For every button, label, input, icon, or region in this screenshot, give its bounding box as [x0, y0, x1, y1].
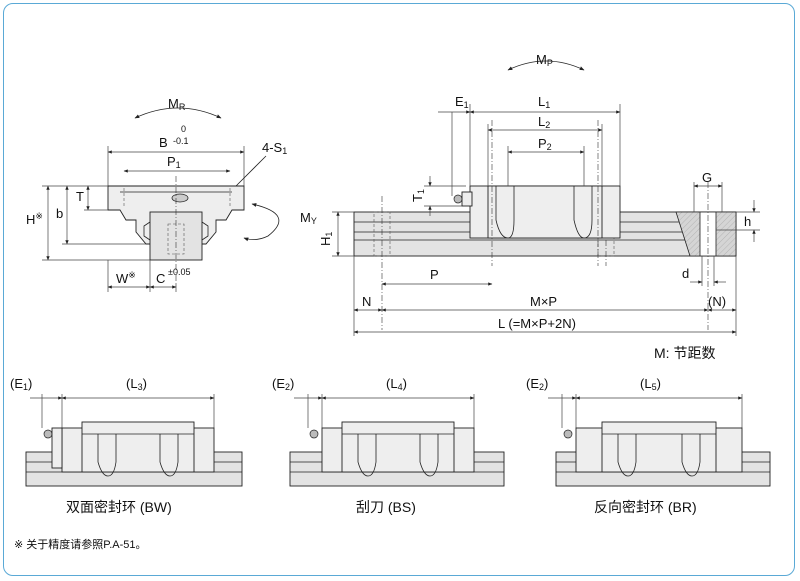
variant-bw-e-label: (E1): [10, 376, 32, 392]
variant-br: (E2) (L5) 反向密封环 (BR): [526, 376, 771, 515]
g-label: G: [702, 170, 712, 185]
b-tol-lower: -0.1: [173, 136, 189, 146]
variant-bw-caption: 双面密封环 (BW): [66, 499, 172, 515]
n-paren-label: (N): [708, 294, 726, 309]
e1-label: E1: [455, 94, 469, 110]
variant-bs-l-label: (L4): [386, 376, 407, 392]
my-rotation-arrow: [243, 203, 280, 242]
h-small-label: h: [744, 214, 751, 229]
m-note: M: 节距数: [654, 345, 715, 361]
p2-label: P2: [538, 136, 552, 152]
variant-br-e-label: (E2): [526, 376, 548, 392]
l1-label: L1: [538, 94, 550, 110]
b-small-label: b: [56, 206, 63, 221]
variant-bs-e-label: (E2): [272, 376, 294, 392]
mxp-label: M×P: [530, 294, 557, 309]
s1-label: 4-S1: [262, 140, 287, 156]
end-view: MR B 0 -0.1 P1 4-S1 H※: [26, 96, 317, 292]
l2-label: L2: [538, 114, 550, 130]
w-label: W※: [116, 270, 136, 286]
t-label: T: [76, 189, 84, 204]
side-view: MP E1 L1: [318, 52, 760, 361]
my-label: MY: [300, 210, 317, 226]
footnote: ※ 关于精度请参照P.A-51。: [14, 537, 146, 551]
mp-rotation-arrow: [507, 60, 585, 71]
p-label: P: [430, 267, 439, 282]
variant-bs: (E2) (L4) 刮刀 (BS): [272, 376, 505, 515]
variant-bw: (E1) (L3) 双面密封环 (BW): [10, 376, 243, 515]
mp-label: MP: [536, 52, 553, 68]
p1-label: P1: [167, 154, 181, 170]
h1-label: H1: [318, 232, 334, 246]
h-label: H※: [26, 211, 43, 227]
d-label: d: [682, 266, 689, 281]
variant-br-caption: 反向密封环 (BR): [594, 499, 697, 515]
t1-label: T1: [410, 189, 426, 202]
c-label: C: [156, 271, 165, 286]
l-formula-label: L (=M×P+2N): [498, 316, 576, 331]
c-tolerance: ±0.05: [168, 267, 190, 277]
b-tol-upper: 0: [181, 124, 186, 134]
mr-rotation-arrow: [134, 107, 222, 119]
variant-bw-l-label: (L3): [126, 376, 147, 392]
variant-br-l-label: (L5): [640, 376, 661, 392]
mr-label: MR: [168, 96, 186, 112]
variant-bs-caption: 刮刀 (BS): [356, 499, 416, 515]
n-label: N: [362, 294, 371, 309]
b-label: B: [159, 135, 168, 150]
